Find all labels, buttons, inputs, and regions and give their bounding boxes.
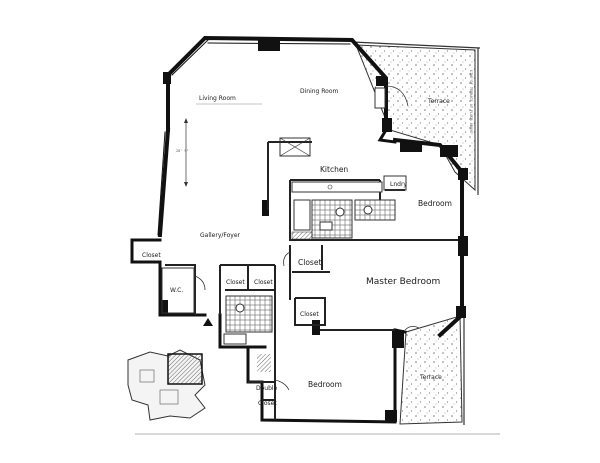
label-master-bedroom: Master Bedroom bbox=[366, 277, 440, 287]
terrace-south bbox=[399, 312, 465, 425]
label-bedroom-south: Bedroom bbox=[308, 380, 342, 389]
label-terrace-south: Terrace bbox=[419, 374, 442, 381]
wc-box bbox=[161, 267, 195, 314]
label-double-closet: Double bbox=[256, 385, 278, 392]
interior-walls bbox=[165, 141, 458, 420]
bathroom-lower bbox=[223, 295, 273, 345]
terrace-note: LINE OF TERRACE AT FLOOR ABOVE bbox=[469, 70, 473, 133]
entry-arrow-icon bbox=[203, 318, 213, 326]
bathroom-upper bbox=[291, 199, 396, 240]
label-closet-hall: Closet bbox=[298, 258, 321, 267]
label-closet-gallery: Closet bbox=[142, 252, 161, 259]
doors bbox=[194, 85, 420, 391]
room-labels: Living Room Dining Room Terrace Kitchen … bbox=[142, 88, 452, 407]
label-kitchen: Kitchen bbox=[320, 165, 348, 174]
label-dining-room: Dining Room bbox=[300, 88, 339, 95]
key-plan bbox=[127, 349, 206, 421]
living-dimension: 28' 9" bbox=[176, 118, 189, 187]
label-closet-bath-right: Closet bbox=[254, 279, 273, 286]
label-closet-bath-left: Closet bbox=[226, 279, 245, 286]
label-terrace-north: Terrace bbox=[427, 98, 450, 105]
label-bedroom: Bedroom bbox=[418, 199, 452, 208]
label-closet-master: Closet bbox=[300, 311, 319, 318]
label-wc: W.C. bbox=[170, 287, 183, 294]
wall-blocks bbox=[160, 38, 468, 422]
label-laundry: Lndry bbox=[390, 181, 407, 188]
label-closet-south: Closet bbox=[258, 400, 277, 407]
label-living-room: Living Room bbox=[199, 95, 236, 102]
kitchen-block bbox=[279, 137, 407, 193]
label-gallery-foyer: Gallery/Foyer bbox=[200, 232, 241, 239]
living-dim-label: 28' 9" bbox=[176, 149, 189, 153]
